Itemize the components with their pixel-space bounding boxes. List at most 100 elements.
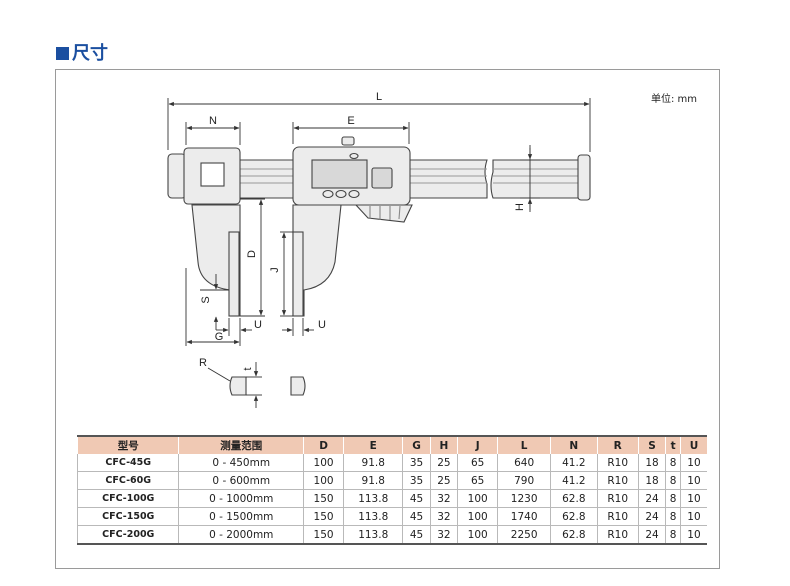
table-cell: R10 bbox=[596, 471, 639, 490]
table-cell: CFC-45G bbox=[76, 454, 179, 472]
table-cell: 100 bbox=[457, 525, 498, 545]
table-cell: 100 bbox=[457, 507, 498, 526]
dim-label-E: E bbox=[347, 115, 354, 127]
dim-label-N: N bbox=[209, 115, 217, 127]
spec-table: 型号 测量范围 D E G H J L N R S t U CFC-45G 0 … bbox=[76, 435, 707, 545]
table-cell: 25 bbox=[429, 454, 458, 472]
header-cell: L bbox=[497, 436, 551, 454]
table-cell: 2250 bbox=[497, 525, 551, 545]
table-cell: CFC-60G bbox=[76, 471, 179, 490]
table-cell: 24 bbox=[637, 489, 666, 508]
dimension-lines bbox=[167, 98, 591, 408]
caliper-body bbox=[167, 136, 591, 396]
table-cell: 18 bbox=[637, 454, 666, 472]
table-cell: 41.2 bbox=[550, 454, 598, 472]
table-cell: 8 bbox=[665, 489, 681, 508]
table-cell: 32 bbox=[429, 525, 458, 545]
table-cell: 8 bbox=[665, 454, 681, 472]
table-cell: R10 bbox=[596, 507, 639, 526]
table-cell: R10 bbox=[596, 454, 639, 472]
table-cell: 65 bbox=[457, 454, 498, 472]
table-cell: 0 - 1000mm bbox=[178, 489, 304, 508]
caliper-drawing: L N E H D J S G U U R t bbox=[167, 91, 591, 408]
table-cell: 10 bbox=[679, 454, 707, 472]
dim-label-S: S bbox=[200, 296, 212, 303]
table-cell: 10 bbox=[679, 525, 707, 545]
table-cell: R10 bbox=[596, 489, 639, 508]
table-row: CFC-100G 0 - 1000mm 150 113.8 45 32 100 … bbox=[76, 489, 707, 508]
table-cell: 62.8 bbox=[550, 525, 598, 545]
table-cell: 25 bbox=[429, 471, 458, 490]
table-cell: 100 bbox=[303, 454, 344, 472]
table-row: CFC-200G 0 - 2000mm 150 113.8 45 32 100 … bbox=[76, 525, 707, 545]
table-row: CFC-150G 0 - 1500mm 150 113.8 45 32 100 … bbox=[76, 507, 707, 526]
header-cell: R bbox=[596, 436, 639, 454]
table-cell: 113.8 bbox=[343, 507, 403, 526]
table-cell: 0 - 450mm bbox=[178, 454, 304, 472]
table-cell: 45 bbox=[402, 507, 431, 526]
header-cell: J bbox=[457, 436, 498, 454]
table-cell: 41.2 bbox=[550, 471, 598, 490]
table-cell: 10 bbox=[679, 507, 707, 526]
dim-label-U-moving: U bbox=[318, 319, 326, 331]
dim-label-t: t bbox=[242, 367, 254, 370]
dim-label-U-fixed: U bbox=[254, 319, 262, 331]
square-bullet-icon bbox=[56, 47, 69, 60]
dim-label-H: H bbox=[514, 203, 526, 211]
table-cell: 8 bbox=[665, 507, 681, 526]
header-cell: 型号 bbox=[76, 436, 179, 454]
table-cell: 32 bbox=[429, 507, 458, 526]
table-cell: 1740 bbox=[497, 507, 551, 526]
table-cell: 62.8 bbox=[550, 507, 598, 526]
table-cell: 45 bbox=[402, 525, 431, 545]
header-cell: 测量范围 bbox=[178, 436, 304, 454]
table-cell: 32 bbox=[429, 489, 458, 508]
table-cell: CFC-150G bbox=[76, 507, 179, 526]
table-cell: 91.8 bbox=[343, 454, 403, 472]
table-row: CFC-60G 0 - 600mm 100 91.8 35 25 65 790 … bbox=[76, 471, 707, 490]
header-cell: G bbox=[402, 436, 431, 454]
table-cell: 1230 bbox=[497, 489, 551, 508]
table-cell: 150 bbox=[303, 489, 344, 508]
table-cell: 8 bbox=[665, 471, 681, 490]
table-cell: 100 bbox=[457, 489, 498, 508]
dim-label-J: J bbox=[269, 267, 281, 273]
header-cell: U bbox=[679, 436, 707, 454]
table-cell: 150 bbox=[303, 525, 344, 545]
table-cell: 0 - 600mm bbox=[178, 471, 304, 490]
table-cell: 35 bbox=[402, 454, 431, 472]
dim-label-L: L bbox=[376, 91, 382, 103]
header-cell: t bbox=[665, 436, 681, 454]
header-cell: E bbox=[343, 436, 403, 454]
table-cell: CFC-100G bbox=[76, 489, 179, 508]
spec-table-header: 型号 测量范围 D E G H J L N R S t U bbox=[76, 436, 707, 454]
table-cell: 0 - 1500mm bbox=[178, 507, 304, 526]
table-cell: 8 bbox=[665, 525, 681, 545]
table-cell: 0 - 2000mm bbox=[178, 525, 304, 545]
header-cell: N bbox=[550, 436, 598, 454]
section-title-text: 尺寸 bbox=[72, 43, 108, 64]
table-cell: 10 bbox=[679, 489, 707, 508]
header-cell: D bbox=[303, 436, 344, 454]
table-cell: 45 bbox=[402, 489, 431, 508]
table-cell: 640 bbox=[497, 454, 551, 472]
table-cell: 24 bbox=[637, 507, 666, 526]
table-cell: R10 bbox=[596, 525, 639, 545]
table-cell: 91.8 bbox=[343, 471, 403, 490]
table-cell: 35 bbox=[402, 471, 431, 490]
table-cell: 65 bbox=[457, 471, 498, 490]
table-cell: 790 bbox=[497, 471, 551, 490]
table-cell: 113.8 bbox=[343, 525, 403, 545]
table-cell: 10 bbox=[679, 471, 707, 490]
table-cell: 150 bbox=[303, 507, 344, 526]
table-cell: 62.8 bbox=[550, 489, 598, 508]
header-cell: S bbox=[637, 436, 666, 454]
dim-label-R: R bbox=[199, 357, 207, 369]
dim-label-D: D bbox=[246, 250, 258, 258]
table-cell: 24 bbox=[637, 525, 666, 545]
table-cell: 100 bbox=[303, 471, 344, 490]
dimension-text: L N E H D J S G U U R t bbox=[199, 91, 526, 371]
dim-label-G: G bbox=[215, 331, 224, 343]
table-row: CFC-45G 0 - 450mm 100 91.8 35 25 65 640 … bbox=[76, 454, 707, 472]
table-cell: 113.8 bbox=[343, 489, 403, 508]
